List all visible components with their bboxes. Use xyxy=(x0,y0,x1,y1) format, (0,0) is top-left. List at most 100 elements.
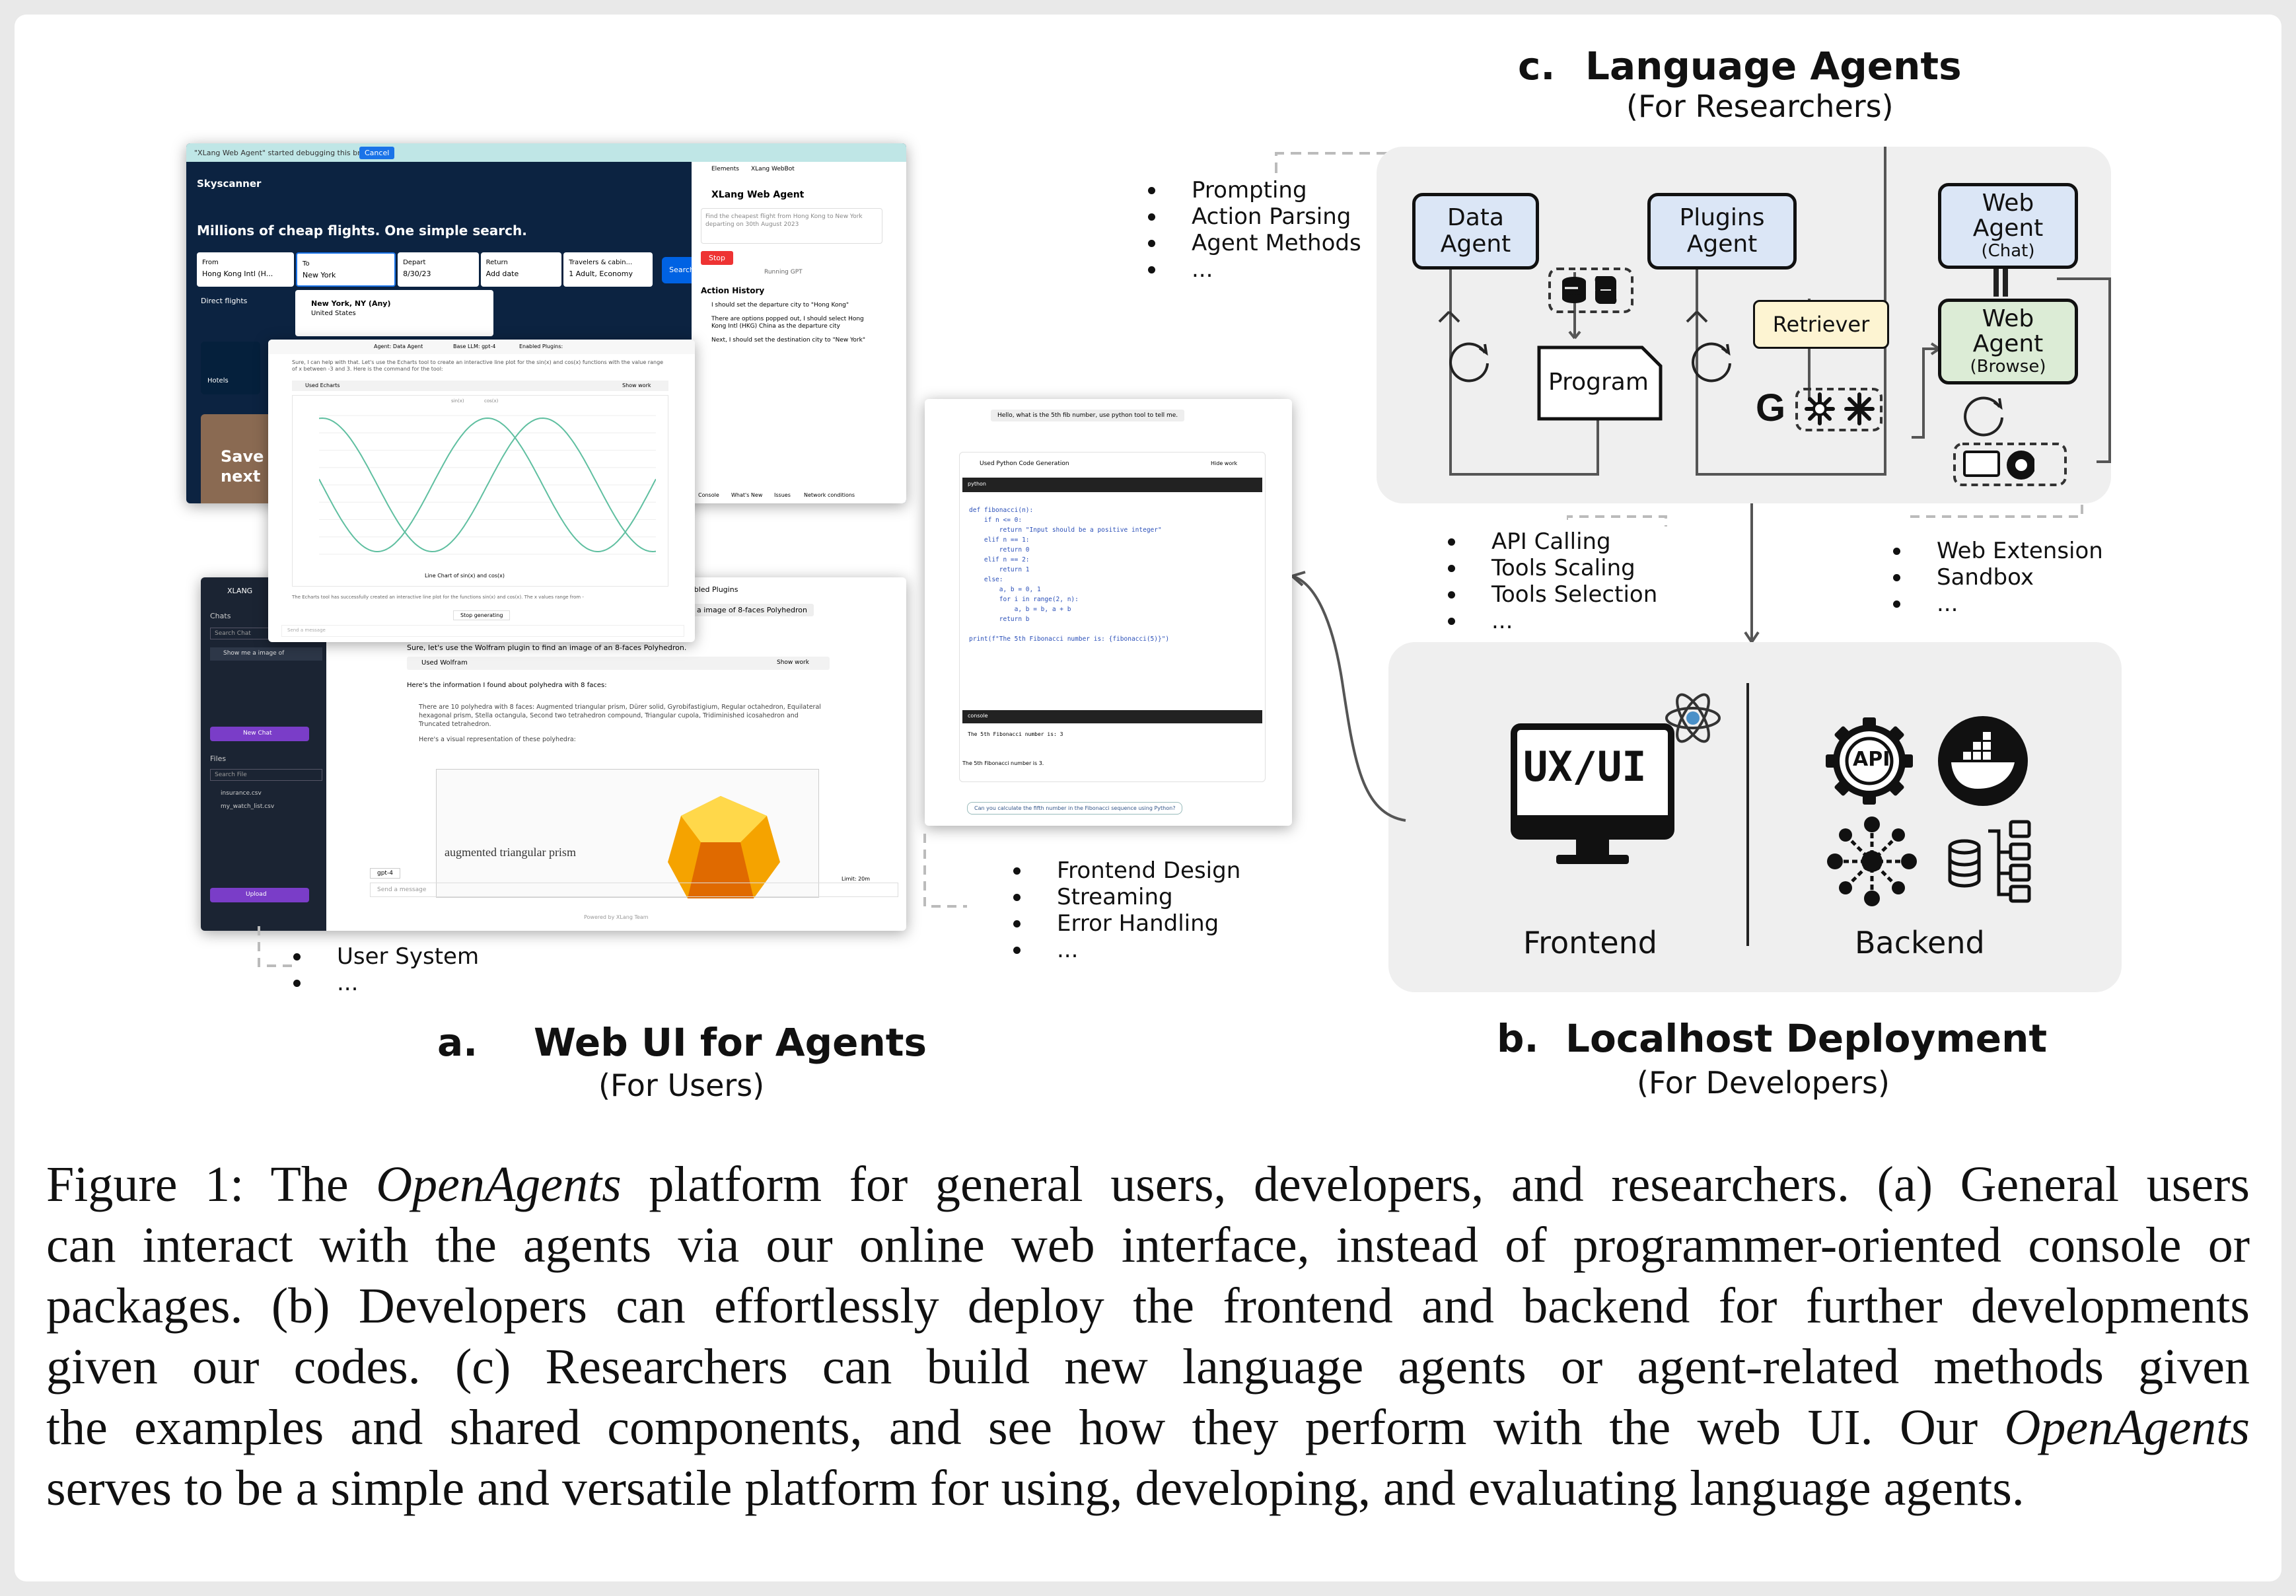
agent-prompt-input[interactable]: Find the cheapest flight from Hong Kong … xyxy=(701,208,882,244)
travelers-field[interactable]: Travelers & cabin...1 Adult, Economy xyxy=(563,252,653,287)
b-to-a-arrow xyxy=(1291,571,1406,822)
tab-xlang-webbot[interactable]: XLang WebBot xyxy=(751,166,795,172)
polyhedron-shape xyxy=(668,796,780,898)
tab-whats-new[interactable]: What's New xyxy=(731,492,763,498)
web-chat-line3: (Chat) xyxy=(1981,241,2035,261)
hide-work-toggle[interactable]: Hide work xyxy=(1211,460,1238,466)
plugins-agent-line1: Plugins xyxy=(1679,204,1765,231)
suggested-question[interactable]: Can you calculate the fifth number in th… xyxy=(967,802,1183,815)
caption-line: Figure 1: The OpenAgents platform for ge… xyxy=(46,1154,2250,1215)
action-history-list: I should set the departure city to "Hong… xyxy=(711,302,877,344)
caption-line: can interact with the agents via our onl… xyxy=(46,1215,2250,1276)
chat-screenshot: XLANG Chats Search Chat Show me a image … xyxy=(201,577,906,931)
docker-icon xyxy=(1938,716,2028,806)
file-item[interactable]: insurance.csv xyxy=(221,790,262,797)
show-work-toggle[interactable]: Show work xyxy=(777,659,809,666)
user-system-bracket xyxy=(258,926,292,967)
web-agent-browse-box: Web Agent (Browse) xyxy=(1938,299,2078,384)
user-message: me a image of 8-faces Polyhedron xyxy=(676,604,814,616)
web-browse-line3: (Browse) xyxy=(1970,357,2046,377)
polyhedron-image: augmented triangular prism xyxy=(436,769,819,898)
list-item: Here's a visual representation of these … xyxy=(419,736,576,743)
direct-flights-checkbox[interactable]: Direct flights xyxy=(201,297,248,305)
panel-title: XLang Web Agent xyxy=(711,190,805,200)
api-gear-icon xyxy=(1826,717,1913,805)
to-value: New York xyxy=(303,271,336,279)
destination-suggestion[interactable]: New York, NY (Any) United States xyxy=(295,290,493,336)
echarts-tool-header[interactable]: Used Echarts Show work xyxy=(292,381,668,391)
code-lang-bar: python xyxy=(962,478,1262,492)
caption-text: serves to be a simple and versatile plat… xyxy=(46,1461,2025,1516)
c-to-b-connectors xyxy=(1567,503,2083,643)
google-icon: G xyxy=(1756,386,1786,429)
tab-issues[interactable]: Issues xyxy=(774,492,791,498)
hero-text: Millions of cheap flights. One simple se… xyxy=(197,223,527,238)
caption-text: given our codes. (c) Researchers can bui… xyxy=(46,1339,2250,1395)
bullet-sandbox: Sandbox xyxy=(1890,564,2103,591)
search-file-input[interactable]: Search File xyxy=(210,769,322,781)
suggestion-subtitle: United States xyxy=(311,310,356,317)
depart-label: Depart xyxy=(403,259,426,266)
bullet-prompting: Prompting xyxy=(1145,177,1361,203)
section-a-letter: a. xyxy=(437,1020,478,1065)
stop-button[interactable]: Stop xyxy=(701,251,734,265)
chat-item[interactable]: Show me a image of xyxy=(210,647,322,661)
data-agent-line2: Agent xyxy=(1440,231,1511,258)
tab-elements[interactable]: Elements xyxy=(711,166,739,172)
chats-heading: Chats xyxy=(210,612,231,620)
tab-network-conditions[interactable]: Network conditions xyxy=(804,492,855,498)
chart-message-input[interactable]: Send a message xyxy=(281,625,684,637)
show-work-toggle[interactable]: Show work xyxy=(622,382,651,388)
program-box xyxy=(1537,345,1663,421)
figure-page: c. Language Agents (For Researchers) Pro… xyxy=(15,15,2281,1581)
section-b-bullets-right: Web Extension Sandbox ... xyxy=(1890,538,2103,617)
web-agent-chat-box: Web Agent (Chat) xyxy=(1938,183,2078,269)
python-code-block: def fibonacci(n): if n <= 0: return "Inp… xyxy=(969,507,1170,643)
sin-cos-plot xyxy=(319,415,656,555)
chat-message-input[interactable]: Send a message xyxy=(370,883,898,897)
frontend-bullets: Frontend Design Streaming Error Handling… xyxy=(1011,857,1240,963)
model-select[interactable]: gpt-4 xyxy=(370,868,400,879)
frontend-label: Frontend xyxy=(1523,925,1658,961)
info-text: Here's the information I found about pol… xyxy=(407,682,607,689)
api-label: API xyxy=(1853,748,1890,771)
file-item[interactable]: my_watch_list.csv xyxy=(221,803,275,810)
bullet-tools-selection: Tools Selection xyxy=(1445,581,1657,608)
console-output: The 5th Fibonacci number is: 3 xyxy=(968,731,1063,737)
hotels-card[interactable]: Hotels xyxy=(201,342,260,394)
cancel-debug-button[interactable]: Cancel xyxy=(359,147,395,159)
caption-text: the examples and shared components, and … xyxy=(46,1400,2005,1455)
bullet-error-handling: Error Handling xyxy=(1011,910,1240,937)
frontend-backend-divider xyxy=(1746,683,1749,946)
bullet-tools-scaling: Tools Scaling xyxy=(1445,555,1657,581)
echarts-container: sin(x) cos(x) Line Chart of sin(x) and c… xyxy=(292,395,668,587)
new-chat-button[interactable]: New Chat xyxy=(210,727,309,741)
stop-generating-button[interactable]: Stop generating xyxy=(453,610,511,620)
polyhedra-list: There are 10 polyhedra with 8 faces: Aug… xyxy=(419,703,822,744)
sin-line xyxy=(319,417,656,553)
xlang-brand: XLANG xyxy=(227,587,253,595)
used-python-label: Used Python Code Generation xyxy=(980,460,1069,467)
action-item: There are options popped out, I should s… xyxy=(711,316,864,330)
to-label: To xyxy=(303,260,310,268)
files-heading: Files xyxy=(210,754,227,763)
browser-icons xyxy=(1963,451,2034,480)
user-message: Hello, what is the 5th fib number, use p… xyxy=(991,410,1185,421)
wolfram-tool-header[interactable]: Used Wolfram Show work xyxy=(407,657,830,670)
running-status: Running GPT xyxy=(764,269,803,275)
section-b-letter: b. xyxy=(1497,1016,1539,1061)
web-browse-line1: Web xyxy=(1982,305,2034,332)
bullet-user-system: User System xyxy=(291,943,479,970)
promo-card[interactable]: Save next xyxy=(201,414,280,503)
upload-button[interactable]: Upload xyxy=(210,888,309,902)
powered-by: Powered by XLang Team xyxy=(584,914,649,920)
travelers-value: 1 Adult, Economy xyxy=(569,270,633,278)
legend-sin: sin(x) xyxy=(451,398,464,404)
python-screenshot: Hello, what is the 5th fib number, use p… xyxy=(925,399,1292,826)
tab-console[interactable]: Console xyxy=(698,492,719,498)
section-b-title: Localhost Deployment xyxy=(1565,1016,2048,1061)
